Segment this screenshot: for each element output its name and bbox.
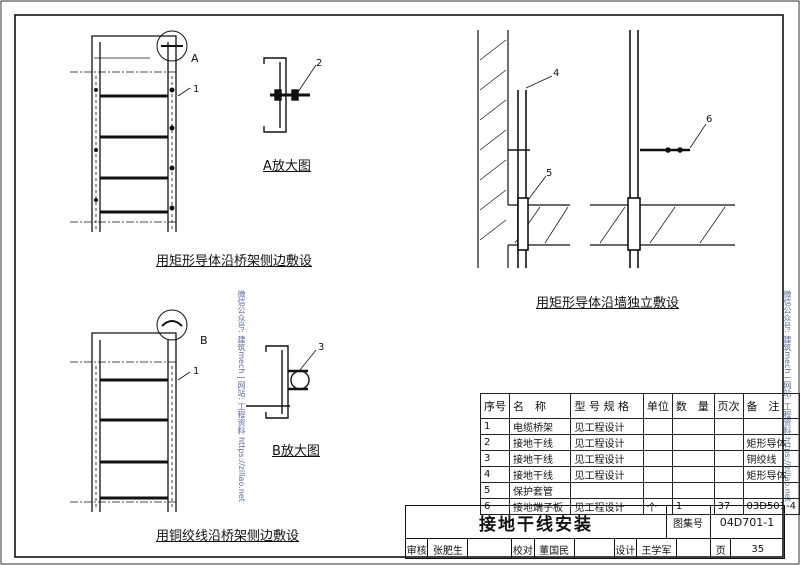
designer-name: 王学军 (637, 539, 677, 559)
cell: 2 (480, 434, 510, 451)
callout-1-top: 1 (193, 84, 200, 95)
cell: 见工程设计 (570, 466, 644, 483)
reviewer-signature (468, 539, 513, 559)
cable-tray-top (70, 35, 178, 232)
detail-a-caption: A放大图 (263, 159, 311, 174)
col-header: 备 注 (742, 393, 800, 419)
designer-signature (677, 539, 711, 559)
cell: 03D501-4 (742, 498, 800, 515)
cell (642, 466, 673, 483)
callout-5: 5 (546, 168, 553, 179)
cell (713, 418, 744, 435)
cell (642, 418, 673, 435)
callout-3: 3 (318, 342, 325, 353)
col-header: 型 号 规 格 (570, 393, 644, 419)
cell: 见工程设计 (570, 418, 644, 435)
detail-b-drawing (246, 345, 317, 419)
cell: 接地干线 (508, 434, 572, 451)
cell (671, 418, 715, 435)
cell (570, 482, 644, 499)
grounding-conductor-wall (508, 30, 690, 268)
caption-rect-conductor-tray: 用矩形导体沿桥架侧边敷设 (156, 254, 313, 269)
cell (642, 434, 673, 451)
label-b: B (200, 334, 208, 347)
signature-row: 审核 张肥生 校对 董国民 设计 王学军 页 35 (406, 538, 784, 559)
col-header: 数 量 (671, 393, 715, 419)
cell (671, 482, 715, 499)
callout-1-bottom: 1 (193, 366, 200, 377)
design-label: 设计 (615, 539, 637, 559)
cell (642, 482, 673, 499)
cell: 1 (480, 418, 510, 435)
tray-rungs-top (100, 94, 168, 214)
cell: 保护套管 (508, 482, 572, 499)
cell: 矩形导体 (742, 434, 800, 451)
reviewer-name: 张肥生 (428, 539, 469, 559)
cell (713, 450, 744, 467)
atlas-label: 图集号 (666, 506, 711, 538)
drawing-title: 接地干线安装 (406, 506, 667, 538)
wall-section (477, 30, 735, 268)
cell (642, 450, 673, 467)
atlas-number: 04D701-1 (719, 515, 775, 529)
cell: 接地端子板 (508, 498, 572, 515)
title-block: 接地干线安装 图集号 04D701-1 审核 张肥生 校对 董国民 设计 王学军… (405, 505, 785, 559)
cell: 3 (480, 450, 510, 467)
cell: 电缆桥架 (508, 418, 572, 435)
cell (742, 482, 800, 499)
cell (713, 434, 744, 451)
cell: 矩形导体 (742, 466, 800, 483)
cell: 5 (480, 482, 510, 499)
detail-b-caption: B放大图 (272, 444, 320, 459)
table-header-row: 序号 名 称 型 号 规 格 单位 数 量 页次 备 注 (480, 393, 800, 419)
col-header: 单位 (642, 393, 673, 419)
tray-rungs-bottom (100, 378, 168, 500)
cell (671, 450, 715, 467)
checker-name: 董国民 (535, 539, 575, 559)
cell: 个 (642, 498, 673, 515)
checker-signature (575, 539, 615, 559)
check-label: 校对 (512, 539, 535, 559)
cell: 见工程设计 (570, 498, 644, 515)
cable-tray-bottom (70, 332, 178, 512)
cell (671, 466, 715, 483)
caption-copper-strand-tray: 用铜绞线沿桥架侧边敷设 (156, 529, 300, 544)
callout-2: 2 (316, 58, 323, 69)
detail-a-drawing (263, 57, 317, 133)
label-a: A (191, 52, 199, 65)
cell (671, 434, 715, 451)
review-label: 审核 (406, 539, 429, 559)
callout-6: 6 (706, 114, 713, 125)
callout-4: 4 (553, 68, 560, 79)
cell: 接地干线 (508, 466, 572, 483)
caption-rect-conductor-wall: 用矩形导体沿墙独立敷设 (536, 296, 680, 311)
col-header: 页次 (713, 393, 744, 419)
cell: 37 (713, 498, 744, 515)
cell (713, 482, 744, 499)
cell: 见工程设计 (570, 434, 644, 451)
col-header: 序号 (480, 393, 510, 419)
cell: 铜绞线 (742, 450, 800, 467)
page-number: 35 (751, 543, 765, 555)
col-header: 名 称 (508, 393, 572, 419)
cell: 4 (480, 466, 510, 483)
cell: 接地干线 (508, 450, 572, 467)
page-label: 页 (711, 539, 732, 559)
cell: 见工程设计 (570, 450, 644, 467)
cell (713, 466, 744, 483)
cell (742, 418, 800, 435)
watermark-left: 微信公众号: 建筑mech | 网站: 工程资料 https://ziliao.… (237, 290, 246, 502)
